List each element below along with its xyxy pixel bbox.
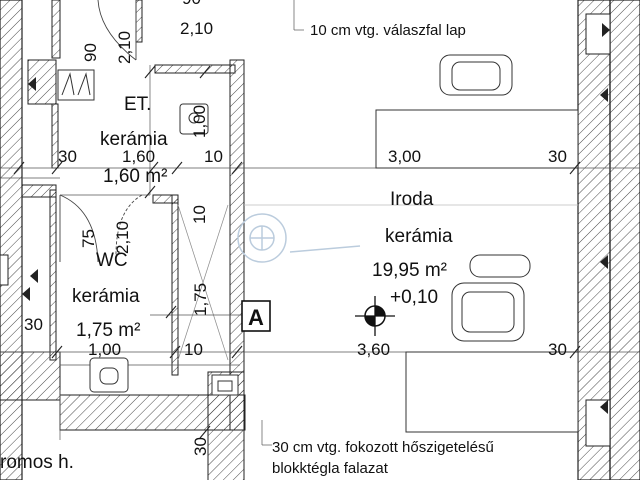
office-chair-icon: [451, 254, 531, 342]
dim-wc-door-210: 2,10: [113, 221, 132, 254]
level-mark-icon: [355, 296, 395, 336]
et-room-name: ET.: [124, 94, 151, 115]
office-room-area: 19,95 m²: [372, 260, 447, 281]
section-marker-label: A: [248, 305, 264, 330]
dim-door-210-left: 2,10: [115, 31, 134, 64]
dim-left-30: 30: [58, 147, 77, 166]
wc-room-floor: kerámia: [72, 286, 140, 307]
wc-toilet-icon: [89, 357, 129, 393]
dim-lower-10: 10: [184, 340, 203, 359]
fixtures: [57, 69, 239, 396]
dim-wc-door-75: 75: [79, 229, 98, 248]
et-room-area: 1,60 m²: [103, 166, 167, 187]
office-chair-icon: [439, 54, 513, 96]
wc-room-name: WC: [96, 250, 128, 271]
wc-room-area: 1,75 m²: [76, 320, 140, 341]
office-floor-level: +0,10: [390, 287, 438, 308]
dim-top-90: 90: [81, 43, 100, 62]
sink-icon: [179, 103, 209, 135]
dim-office-width: 3,00: [388, 147, 421, 166]
desk-bottom: [405, 351, 579, 433]
section-marker-box: [241, 300, 271, 332]
et-room-floor: kerámia: [100, 129, 168, 150]
dim-office-depth: 3,60: [357, 340, 390, 359]
dim-et-height: 1,00: [190, 105, 209, 138]
partition-note: 10 cm vtg. válaszfal lap: [310, 22, 466, 39]
desk-top: [375, 109, 579, 169]
dim-mid-10: 10: [204, 147, 223, 166]
dim-right-30: 30: [548, 147, 567, 166]
dim-bottom-30: 30: [191, 437, 210, 456]
direction-arrow-icon: [22, 23, 610, 414]
door-swings: [59, 0, 143, 263]
dim-et-width: 1,60: [122, 147, 155, 166]
office-room-name: Iroda: [390, 189, 434, 210]
dim-wc-width: 1,00: [88, 340, 121, 359]
dim-left-30-lower: 30: [24, 315, 43, 334]
wall-note-line1: 30 cm vtg. fokozott hőszigetelésű: [272, 439, 494, 456]
office-furniture: [375, 54, 579, 433]
wall-note-line2: blokktégla falazat: [272, 460, 389, 477]
dim-door-210-top: 2,10: [180, 19, 213, 38]
dim-wc-height: 1,75: [191, 283, 210, 316]
dim-right-30-lower: 30: [548, 340, 567, 359]
shaft-box: [211, 374, 239, 396]
dim-top-90-cut: 90: [182, 0, 201, 8]
office-room-floor: kerámia: [385, 226, 453, 247]
bottom-room-name: romos h.: [0, 452, 74, 473]
dimension-ticks: [13, 65, 581, 439]
watermark-logo-icon: [237, 213, 361, 263]
dim-wall-10: 10: [190, 205, 209, 224]
